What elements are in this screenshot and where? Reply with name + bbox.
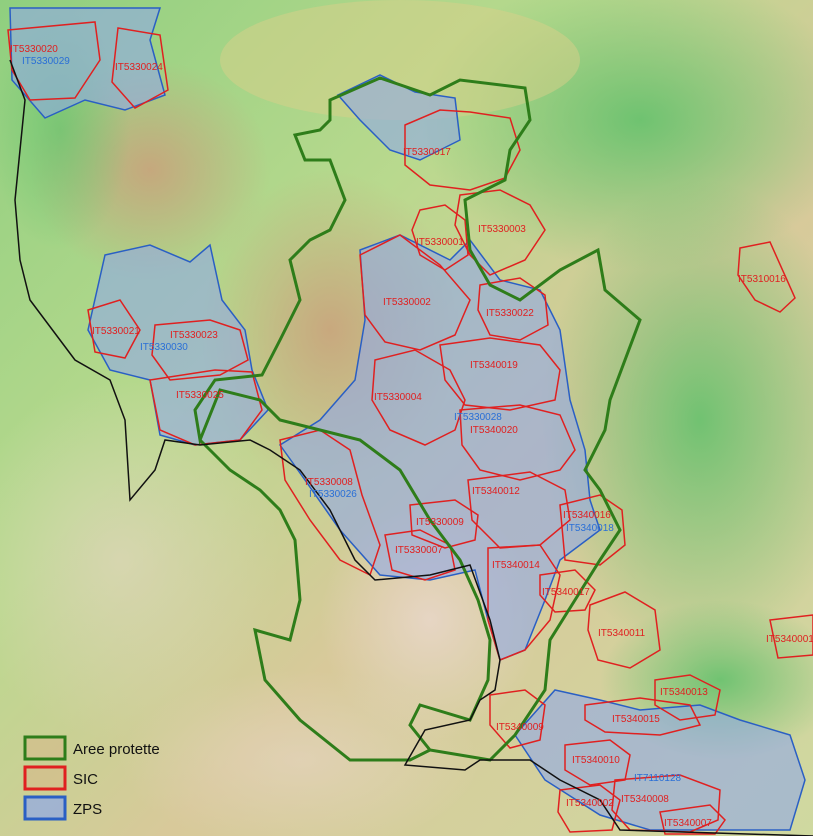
sic-label: IT5330025	[176, 390, 224, 401]
aree-protette-areas	[193, 76, 642, 762]
sic-label: IT5340017	[542, 587, 590, 598]
sic-area	[769, 614, 813, 659]
legend-swatch-zps	[23, 795, 67, 821]
aree-protette-area	[198, 438, 431, 762]
sic-label: IT5340007	[664, 818, 712, 829]
zps-label: IT5330026	[309, 489, 357, 500]
sic-area	[559, 494, 626, 566]
sic-area	[737, 241, 796, 313]
sic-label: IT5340011	[598, 628, 646, 639]
sic-area	[539, 569, 596, 613]
sic-label: IT5330023	[170, 330, 218, 341]
aree-protette-area	[193, 76, 642, 762]
sic-label: IT5330017	[403, 147, 451, 158]
legend-label-aree-protette: Aree protette	[73, 741, 160, 758]
sic-label: IT5310016	[738, 274, 786, 285]
sic-area	[439, 337, 561, 411]
sic-label: IT5330007	[395, 545, 443, 556]
sic-area	[371, 349, 466, 446]
sic-area	[564, 739, 631, 786]
sic-label: IT5340016	[563, 510, 611, 521]
sic-label: IT5340008	[621, 794, 669, 805]
sic-label: IT5340015	[612, 714, 660, 725]
sic-area	[584, 697, 702, 736]
sic-area	[411, 204, 469, 271]
sic-area	[149, 369, 263, 446]
sic-label: IT5340019	[470, 360, 518, 371]
sic-area	[7, 21, 101, 101]
region-boundary	[9, 59, 813, 836]
sic-label: IT5340020	[470, 425, 518, 436]
sic-label: IT5340012	[472, 486, 520, 497]
zps-label: IT5340018	[566, 523, 614, 534]
sic-label: IT5330009	[416, 517, 464, 528]
sic-area	[359, 234, 471, 351]
zps-label: IT5330029	[22, 56, 70, 67]
sic-area	[587, 591, 661, 669]
sic-area	[477, 277, 549, 341]
sic-label: IT5330022	[486, 308, 534, 319]
sic-area	[654, 674, 721, 721]
sic-label: IT5330001	[416, 237, 464, 248]
legend-swatch-aree-protette	[23, 735, 67, 761]
sic-area	[487, 544, 561, 662]
legend-swatch-sic	[23, 765, 67, 791]
sic-label: IT5340010	[572, 755, 620, 766]
sic-area	[87, 299, 141, 359]
zps-label: IT7110128	[634, 773, 682, 784]
sic-area	[611, 774, 721, 833]
zps-label: IT5330028	[454, 412, 502, 423]
sic-area	[279, 429, 381, 577]
zps-label: IT5330030	[140, 342, 188, 353]
zps-labels: IT5330029 IT5330030 IT5330028 IT5330026 …	[22, 56, 682, 784]
sic-area	[384, 529, 456, 581]
sic-label: IT5330002	[383, 297, 431, 308]
sic-label: IT5330008	[305, 477, 353, 488]
sic-label: IT5340002	[566, 798, 614, 809]
sic-area	[659, 804, 726, 835]
legend-label-sic: SIC	[73, 771, 98, 788]
sic-label: IT5340009	[496, 722, 544, 733]
zps-area	[278, 234, 601, 662]
map-legend: Aree protette SIC ZPS	[23, 735, 160, 821]
sic-area	[557, 784, 621, 833]
sic-area	[404, 109, 521, 191]
sic-area	[409, 499, 479, 549]
sic-area	[489, 689, 546, 749]
sic-labels: IT5330020 IT5330024 IT5330017 IT5330003 …	[10, 44, 813, 829]
sic-area	[111, 27, 169, 109]
sic-label: IT5330003	[478, 224, 526, 235]
sic-label: IT5330021	[92, 326, 140, 337]
sic-label: IT5340014	[492, 560, 540, 571]
legend-label-zps: ZPS	[73, 801, 102, 818]
zps-areas	[9, 7, 806, 831]
sic-label: IT5330024	[115, 62, 163, 73]
sic-area	[459, 404, 576, 481]
sic-area	[151, 319, 249, 381]
sic-label: IT5330020	[10, 44, 58, 55]
sic-area	[454, 189, 546, 276]
sic-label: IT5340013	[660, 687, 708, 698]
zps-area	[514, 689, 806, 831]
sic-areas	[7, 21, 813, 835]
sic-label: IT5340001	[766, 634, 813, 645]
sic-label: IT5330004	[374, 392, 422, 403]
